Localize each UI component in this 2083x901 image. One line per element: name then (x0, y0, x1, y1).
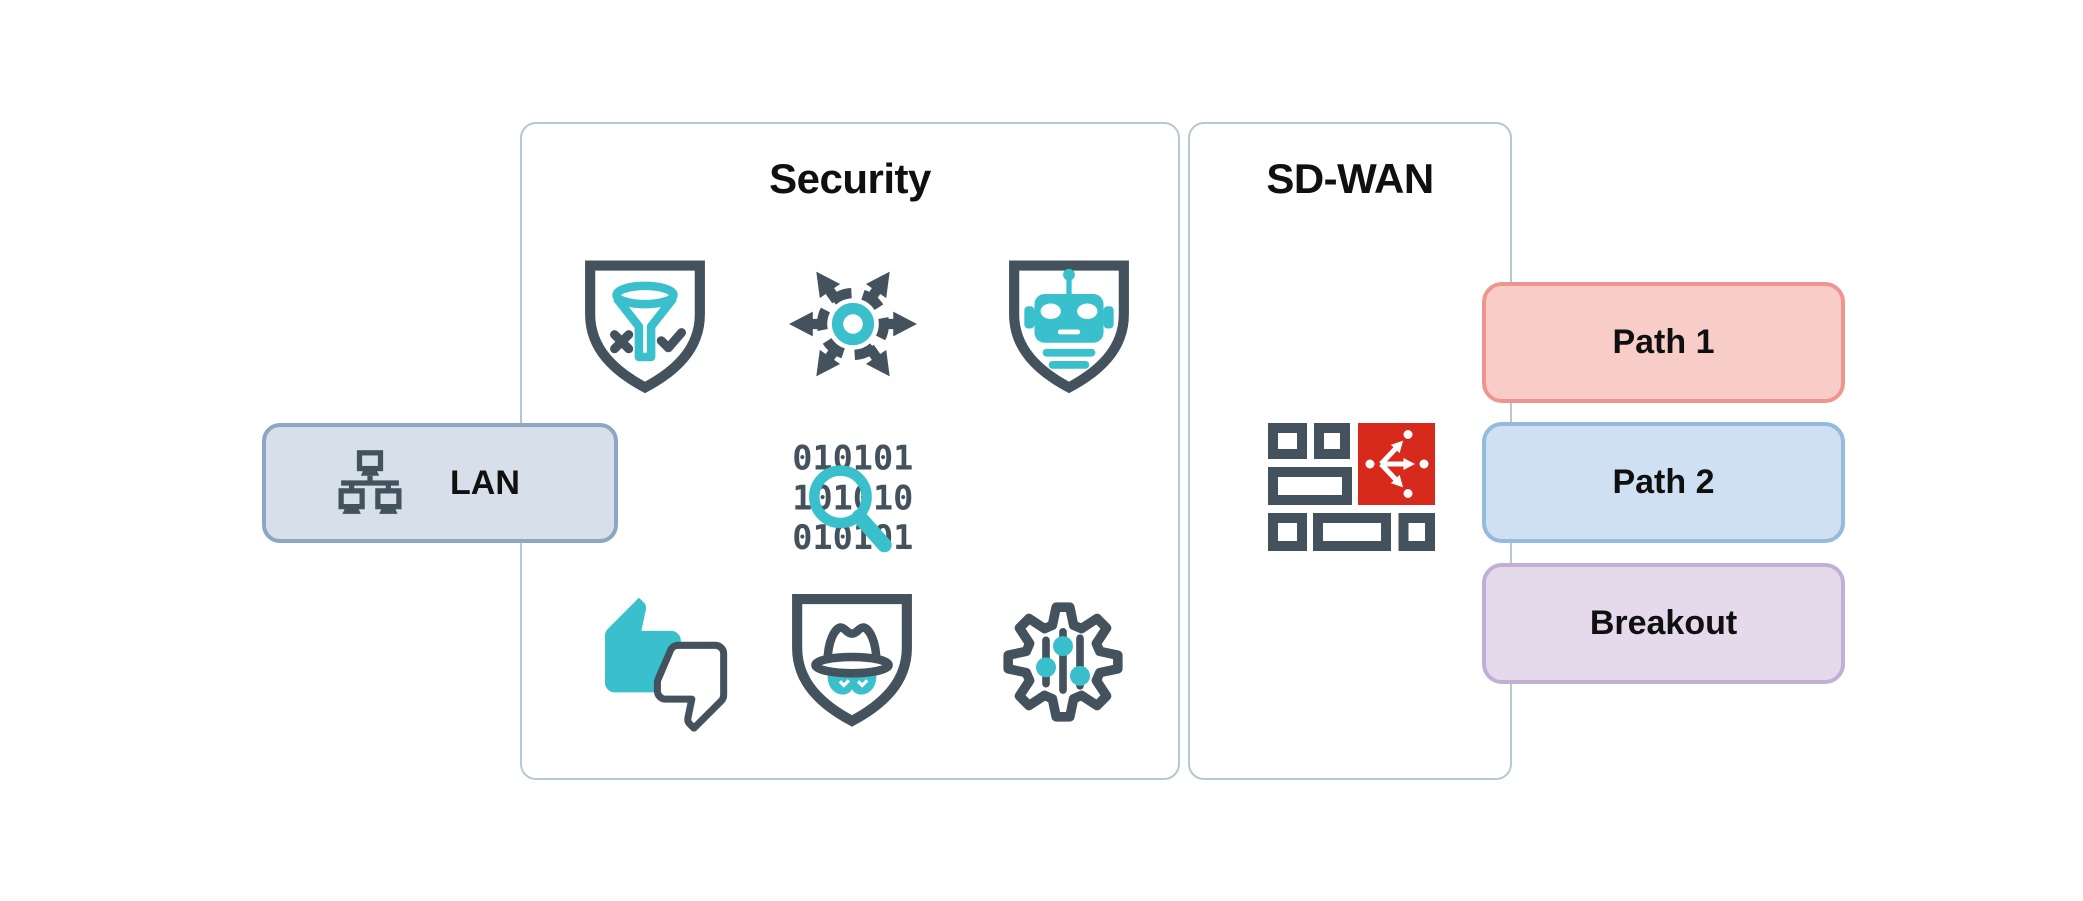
bot-shield-icon (1004, 255, 1134, 398)
security-panel: Security (520, 122, 1180, 780)
filter-shield-icon (580, 255, 710, 398)
firewall-path-selection-icon (1268, 423, 1436, 551)
path-1-label: Path 1 (1612, 323, 1715, 361)
lan-label: LAN (450, 463, 520, 502)
path-2-label: Path 2 (1612, 463, 1715, 501)
security-panel-title: Security (769, 155, 931, 202)
policy-gear-icon (995, 594, 1131, 730)
traffic-distribution-icon (780, 258, 926, 390)
sdwan-panel-title: SD-WAN (1266, 155, 1434, 202)
lan-network-icon (338, 450, 402, 514)
packet-inspection-icon: 010101 101010 010101 (786, 434, 920, 568)
path-2-node: Path 2 (1482, 422, 1845, 543)
anonymous-shield-icon (787, 588, 917, 732)
breakout-label: Breakout (1589, 604, 1738, 642)
reputation-thumbs-icon (600, 590, 742, 732)
breakout-node: Breakout (1482, 563, 1845, 684)
path-1-node: Path 1 (1482, 282, 1845, 403)
sdwan-panel: SD-WAN (1188, 122, 1512, 780)
lan-node: LAN (262, 423, 618, 543)
